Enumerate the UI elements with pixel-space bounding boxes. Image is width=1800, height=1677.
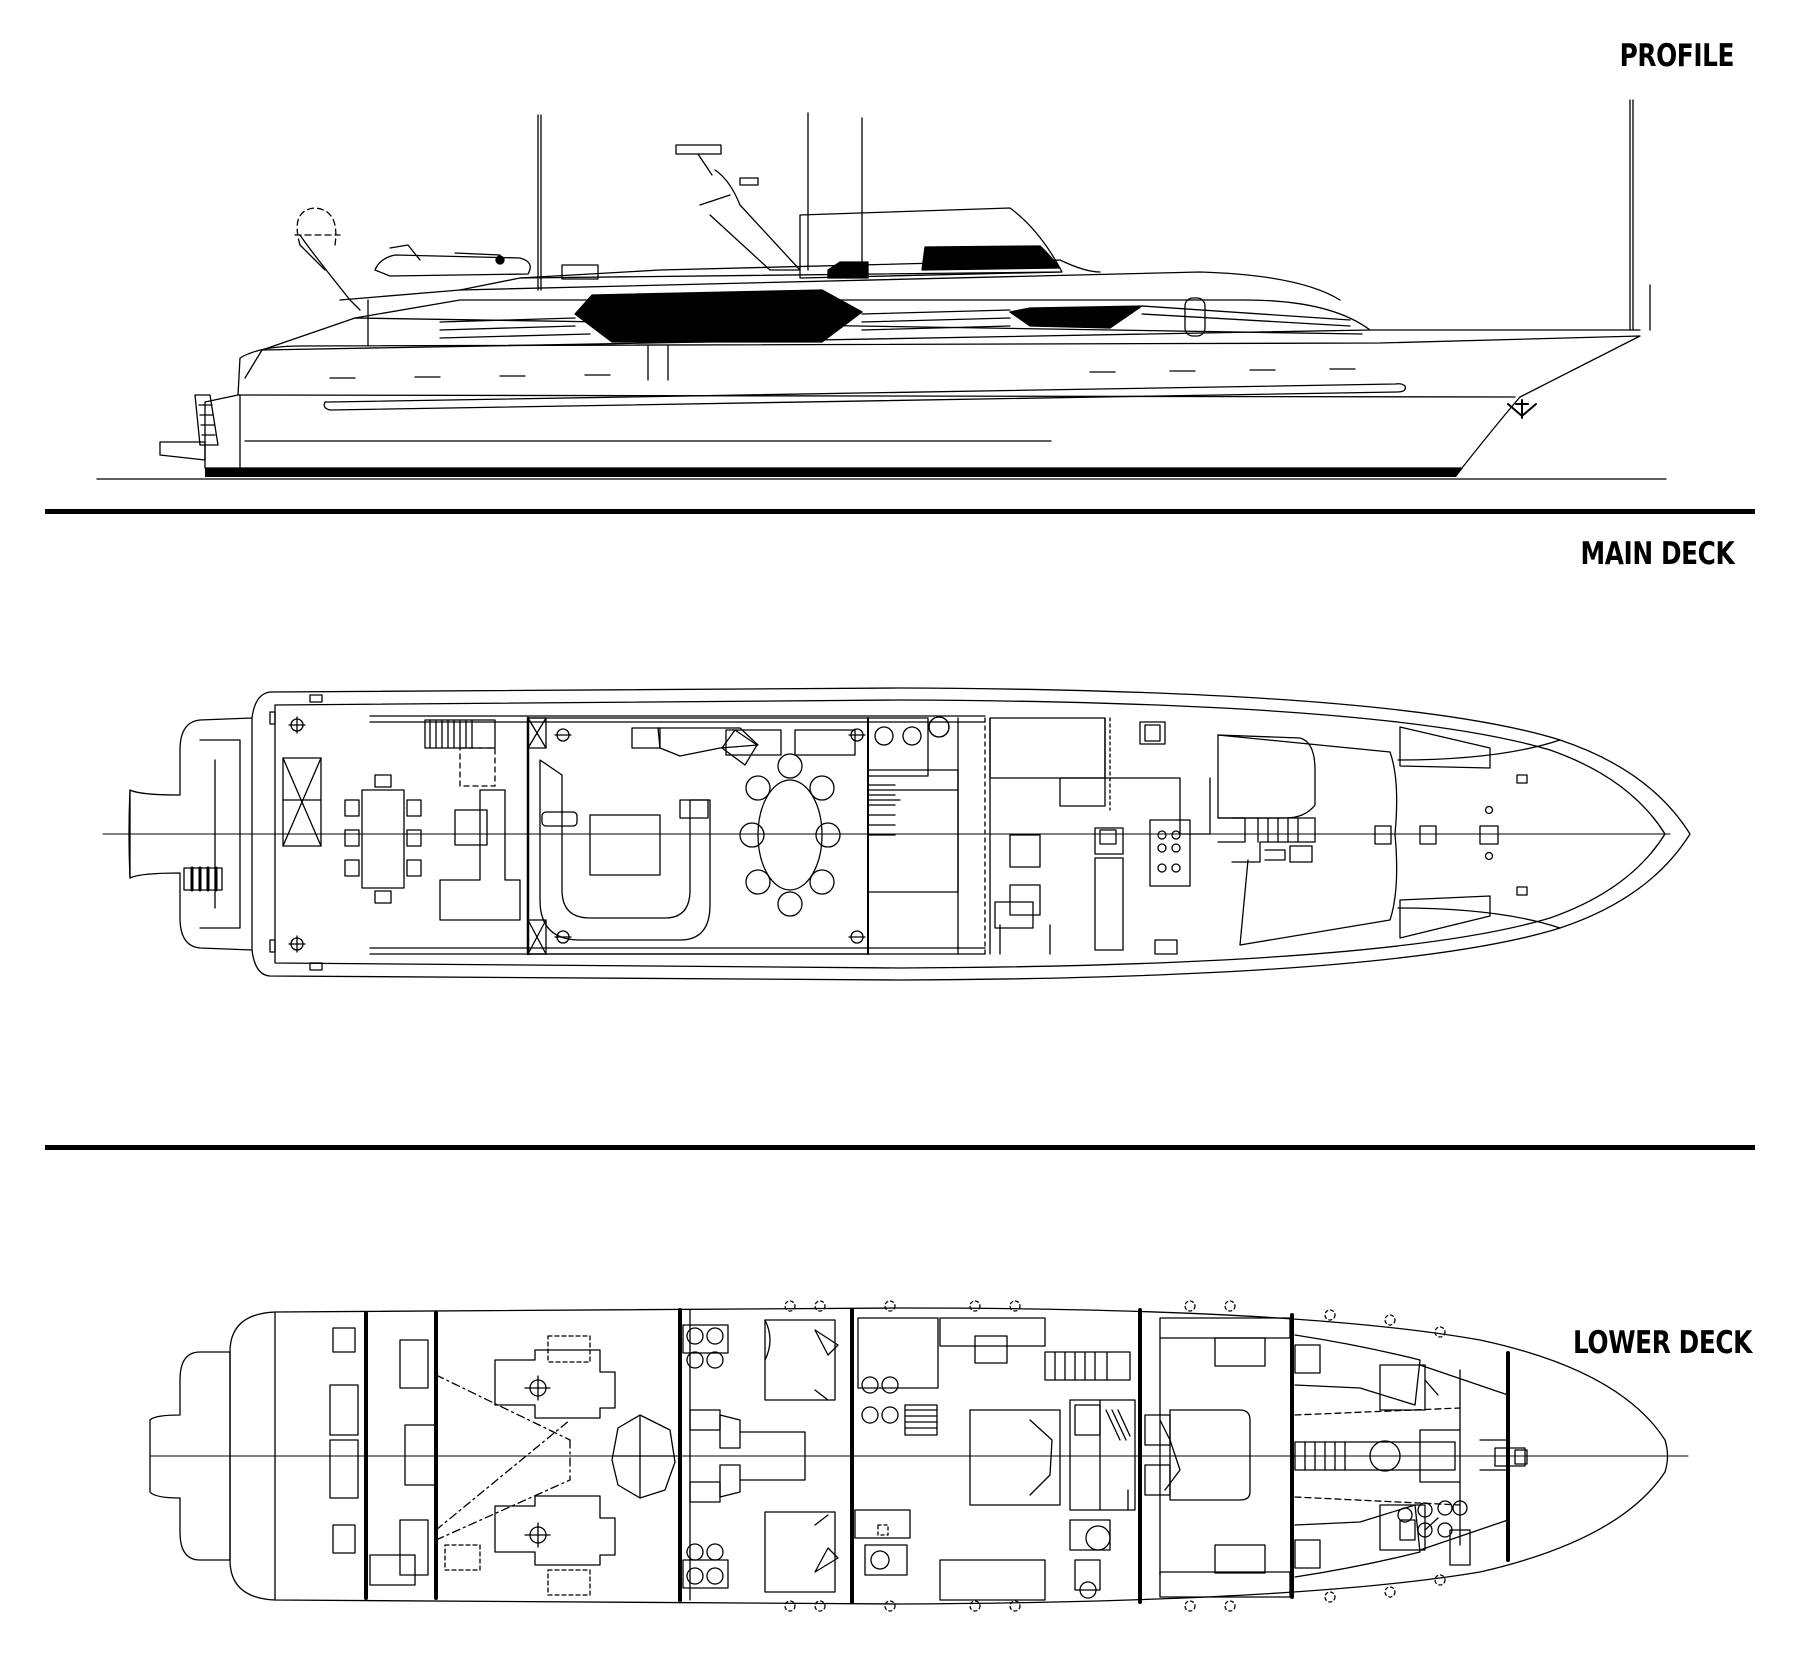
divider-line — [45, 509, 1755, 514]
main-deck-label: MAIN DECK — [1580, 536, 1734, 572]
lower-deck-label: LOWER DECK — [1573, 1325, 1752, 1361]
swim-ladder — [183, 866, 223, 892]
lower-deck-portholes — [784, 1300, 1446, 1612]
crew-stair-treads — [1304, 1441, 1346, 1471]
profile-view — [96, 99, 1667, 480]
galley-cooktop — [1157, 830, 1181, 873]
saloon-dining-chairs — [739, 753, 841, 917]
main-deck-hull — [251, 687, 1691, 981]
watertight-bulkheads — [364, 1308, 1510, 1604]
profile-label: PROFILE — [1619, 38, 1735, 74]
owner-suite — [1144, 1317, 1291, 1598]
forward-stair-treads — [867, 784, 896, 836]
lower-deck-hull — [229, 1307, 1669, 1605]
wheelhouse-stair-treads — [1257, 817, 1299, 843]
guest-cabins-mid — [854, 1317, 1136, 1601]
aft-stair-treads — [429, 719, 473, 749]
anchor-icon — [1507, 399, 1537, 419]
lower-deck-plan — [149, 1300, 1689, 1612]
profile-hull — [204, 335, 1641, 469]
profile-portholes — [329, 368, 1356, 379]
guest-cabins-aft — [682, 1309, 839, 1601]
engine-room — [435, 1335, 676, 1596]
aft-dining-chairs — [344, 774, 422, 904]
crew-area — [1294, 1334, 1528, 1578]
main-deck-plan — [102, 687, 1691, 981]
divider-line — [45, 1145, 1755, 1150]
